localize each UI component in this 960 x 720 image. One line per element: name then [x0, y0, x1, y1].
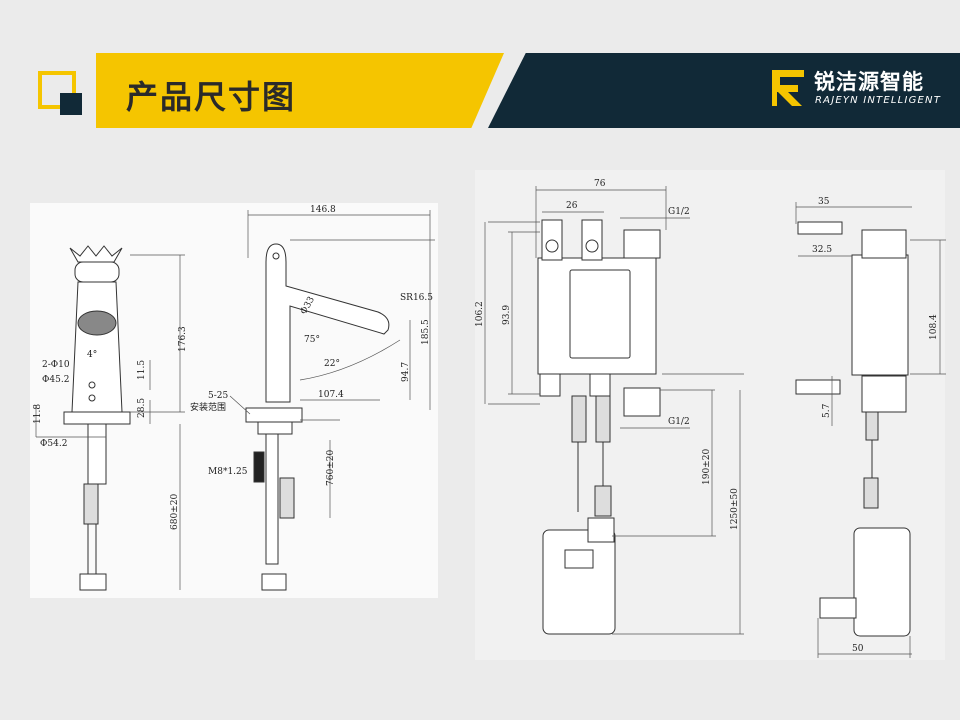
brand-name-en: RAJEYN INTELLIGENT — [815, 95, 942, 106]
dim-box-h1: 106.2 — [475, 301, 485, 327]
dim-front-hose: 680±20 — [170, 494, 180, 530]
control-box-front-view — [537, 219, 661, 635]
dim-side-install: 安装范围 — [190, 401, 226, 413]
dim-side-height: 185.5 — [421, 319, 431, 345]
dim-front-sensor: Φ45.2 — [42, 375, 69, 385]
dim-front-angle: 4° — [87, 350, 97, 360]
page-title: 产品尺寸图 — [126, 78, 297, 116]
dim-side-75: 75° — [304, 335, 320, 345]
header-dark-band — [488, 53, 960, 128]
dim-box-190: 190±20 — [702, 449, 712, 485]
brand-logo-icon — [772, 70, 804, 106]
dim-front-height: 176.3 — [178, 326, 188, 352]
dim-box-1250: 1250±50 — [730, 488, 740, 530]
dim-side-thread: M8*1.25 — [208, 467, 248, 477]
dim-front-11-8: 11.8 — [33, 404, 43, 424]
dim-box2-50: 50 — [852, 644, 864, 654]
dim-side-r: SR16.5 — [400, 293, 433, 303]
faucet-side-view — [245, 243, 390, 591]
dim-box-g-bot: G1/2 — [668, 417, 690, 427]
dim-side-94-7: 94.7 — [401, 362, 411, 382]
dim-box-g-top: G1/2 — [668, 207, 690, 217]
dim-front-holes: 2-Φ10 — [42, 360, 70, 370]
dim-side-width: 146.8 — [310, 205, 336, 215]
dim-box2-35: 35 — [818, 197, 830, 207]
dim-box2-h: 108.4 — [929, 314, 939, 340]
brand-name-cn: 锐洁源智能 — [814, 70, 924, 94]
dim-box-26: 26 — [566, 201, 578, 211]
dim-front-base: Φ54.2 — [40, 439, 67, 449]
corner-square-icon — [38, 71, 82, 115]
dim-box-width: 76 — [594, 179, 606, 189]
dim-side-5-25: 5-25 — [208, 391, 228, 401]
dim-box2-32-5: 32.5 — [812, 245, 832, 255]
dim-front-11-5: 11.5 — [137, 360, 147, 380]
dim-side-22: 22° — [324, 359, 340, 369]
control-box-side-view — [795, 221, 911, 637]
dim-side-hose: 760±20 — [326, 450, 336, 486]
dim-front-28-5: 28.5 — [137, 398, 147, 418]
faucet-front-view — [63, 245, 131, 591]
dim-box-h2: 93.9 — [502, 305, 512, 325]
header-yellow-band — [96, 53, 504, 128]
dim-side-reach: 107.4 — [318, 390, 344, 400]
dim-box2-5-7: 5.7 — [822, 403, 832, 418]
